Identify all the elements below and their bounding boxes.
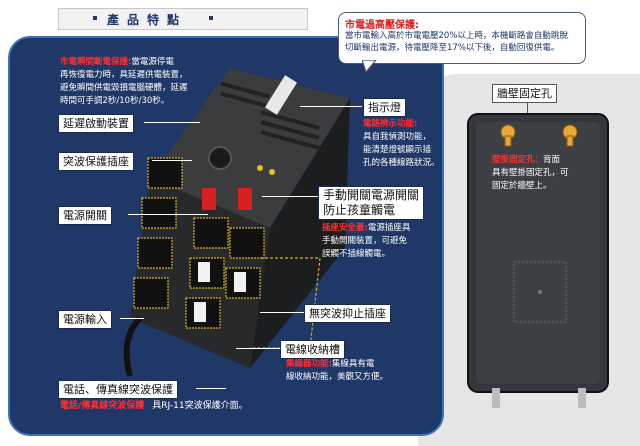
leader-phone [196, 388, 226, 389]
header-title: 產品特點 [107, 13, 188, 27]
header-dot-left [93, 16, 97, 20]
rear-foot-left [492, 388, 500, 408]
header-bar: 產品特點 [58, 8, 308, 30]
note-cord: 集線器功能:集線具有電 線收納功能，美觀又方便。 [286, 359, 389, 382]
safety-covers [194, 262, 246, 322]
callout-body: 當市電輸入高於市電電壓20%以上時，本機斷路會自動跳脫 切斷輸出電源，待電壓降至… [345, 31, 568, 53]
device-vents [220, 81, 320, 150]
power-switch [202, 188, 216, 210]
callout-title: 市電過高壓保護: [345, 20, 419, 31]
label-power-switch: 電源開關 [58, 206, 112, 225]
leader-cord [236, 348, 280, 349]
label-no-surge: 無突波抑止插座 [304, 304, 391, 323]
socket-column-left [133, 157, 183, 309]
leader-indicator [300, 106, 362, 107]
label-phone: 電話、傳真線突波保護 [58, 380, 178, 399]
label-wall-mount: 牆壁固定孔 [492, 84, 557, 103]
callout-tail [362, 60, 377, 74]
leader-power [128, 214, 208, 215]
label-indicator: 指示燈 [363, 98, 406, 117]
label-power-input: 電源輸入 [58, 310, 112, 329]
rear-inner [476, 122, 600, 384]
label-cord-slot: 電線收納槽 [280, 340, 345, 359]
note-switch: 插座安全蓋:電源插座具 手動開關裝置，可避免 誤觸不插線觸電。 [322, 223, 411, 259]
overvoltage-callout: 市電過高壓保護: 當市電輸入高於市電電壓20%以上時，本機斷路會自動跳脫 切斷輸… [338, 12, 586, 64]
device-side [250, 98, 350, 368]
rear-foot-right [578, 388, 586, 408]
leader-surge [152, 160, 192, 161]
label-manual-switch: 手動開關電源開關 防止孩童觸電 [318, 186, 425, 220]
note-phone: 電話/傳真線突波保護具RJ-11突波保護介面。 [60, 401, 248, 411]
mount-holes [500, 124, 578, 147]
power-switch-2 [238, 188, 252, 210]
wall-mount-pointer [527, 102, 528, 114]
logo-plate [264, 75, 298, 115]
rear-view-device [467, 113, 609, 408]
device-illustration [123, 68, 350, 377]
header-dot-right [209, 16, 213, 20]
note-mount: 壁掛固定孔：背面 具有壁掛固定孔，可 固定於牆壁上。 [492, 155, 569, 191]
rear-screw [538, 290, 542, 294]
leader-nosurge [260, 312, 304, 313]
delay-dial [208, 146, 232, 170]
label-delay: 延遲啟動裝置 [58, 114, 134, 133]
note-surge: 市電瞬間斷電保護:當電源停電 再恢復電力時，具延遲供電裝置， 避免瞬間供電毀損電… [60, 57, 188, 106]
leader-manual [262, 196, 318, 197]
note-indicator: 電路辨示功能:具自我偵測功能， 能清楚燈號顯示插 孔的各種線路狀況。 [363, 119, 440, 168]
device-top [150, 68, 350, 228]
indicator-led-1 [257, 165, 263, 171]
leader-delay [144, 122, 200, 123]
label-surge-socket: 突波保護插座 [58, 152, 134, 171]
indicator-led-2 [269, 169, 275, 175]
leader-input [120, 318, 144, 319]
power-cord [123, 315, 143, 377]
